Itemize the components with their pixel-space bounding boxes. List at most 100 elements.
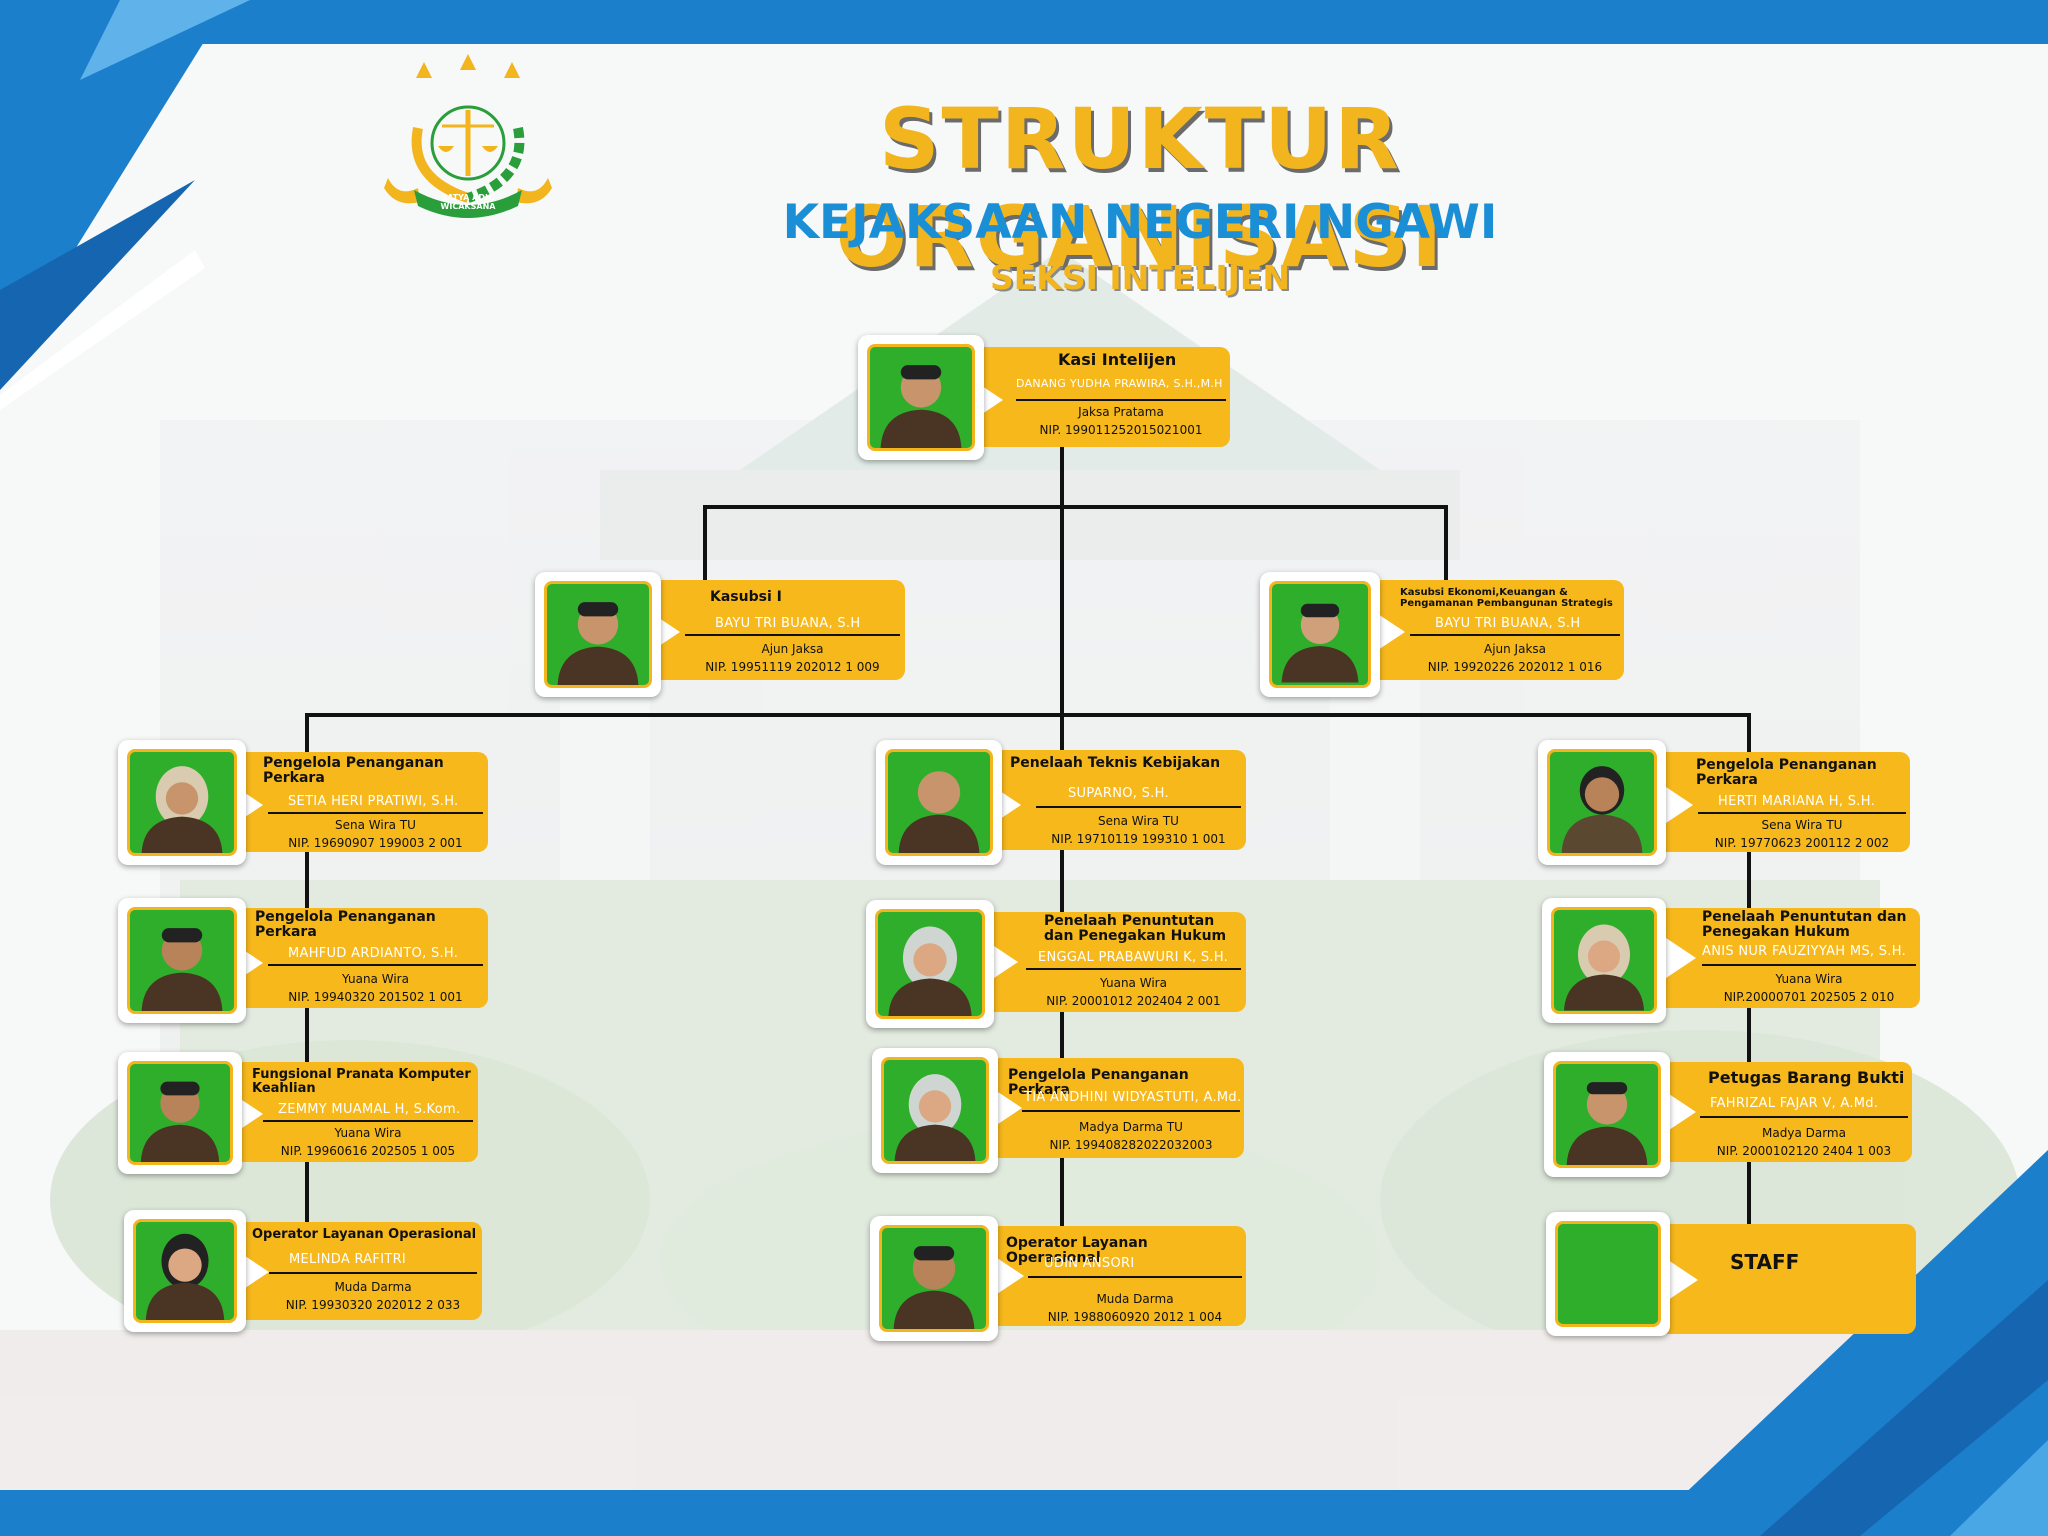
person-photo bbox=[1547, 749, 1657, 856]
rank-label: Madya Darma bbox=[1762, 1126, 1846, 1140]
card-rule bbox=[1700, 1116, 1908, 1118]
nip-label: NIP. 19690907 199003 2 001 bbox=[288, 836, 463, 850]
person-name: DANANG YUDHA PRAWIRA, S.H.,M.H bbox=[1016, 377, 1223, 390]
card-notch bbox=[1666, 1092, 1696, 1132]
role-label: Operator Layanan Operasional bbox=[252, 1227, 477, 1242]
photo-frame bbox=[870, 1216, 998, 1341]
person-photo bbox=[879, 1225, 989, 1332]
org-card-left-2: Pengelola Penanganan Perkara MAHFUD ARDI… bbox=[118, 898, 488, 1023]
rank-label: Ajun Jaksa bbox=[1483, 642, 1546, 656]
staff-label: STAFF bbox=[1730, 1250, 1800, 1274]
rank-label: Yuana Wira bbox=[1775, 972, 1843, 986]
rank-label: Yuana Wira bbox=[334, 1126, 402, 1140]
person-photo bbox=[544, 581, 652, 688]
org-card-kasi-intelijen: Kasi Intelijen DANANG YUDHA PRAWIRA, S.H… bbox=[858, 335, 1230, 460]
rank-label: Muda Darma bbox=[1096, 1292, 1174, 1306]
role-label: Pengelola Penanganan Perkara bbox=[255, 909, 436, 940]
person-name: ZEMMY MUAMAL H, S.Kom. bbox=[278, 1102, 461, 1117]
card-rule bbox=[263, 1120, 473, 1122]
role-label: Pengelola Penanganan Perkara bbox=[1696, 757, 1877, 788]
card-rule bbox=[1028, 1276, 1242, 1278]
org-card-middle-3: Pengelola Penanganan Perkara TIA ANDHINI… bbox=[872, 1048, 1244, 1173]
photo-frame bbox=[118, 1052, 242, 1174]
role-label: Fungsional Pranata Komputer Keahlian bbox=[252, 1067, 471, 1096]
role-label: Penelaah Penuntutan dan Penegakan Hukum bbox=[1044, 913, 1227, 944]
photo-frame bbox=[876, 740, 1002, 865]
person-name: HERTI MARIANA H, S.H. bbox=[1718, 794, 1876, 809]
card-notch bbox=[1666, 938, 1696, 978]
card-banner bbox=[958, 347, 1230, 447]
org-card-left-3: Fungsional Pranata Komputer Keahlian ZEM… bbox=[118, 1052, 478, 1174]
person-name: SETIA HERI PRATIWI, S.H. bbox=[288, 794, 459, 809]
person-photo bbox=[1553, 1061, 1661, 1168]
person-photo bbox=[127, 749, 237, 856]
photo-frame bbox=[1546, 1212, 1670, 1336]
photo-frame bbox=[118, 740, 246, 865]
person-name: FAHRIZAL FAJAR V, A.Md. bbox=[1710, 1096, 1879, 1111]
org-card-middle-4: Operator Layanan Operasional UDIN ANSORI… bbox=[870, 1216, 1246, 1341]
photo-frame bbox=[124, 1210, 246, 1332]
nip-label: NIP. 20001012 202404 2 001 bbox=[1046, 994, 1221, 1008]
photo-frame bbox=[858, 335, 984, 460]
person-photo bbox=[1551, 907, 1657, 1014]
kejaksaan-logo: SATYA ADHI WICAKSANA bbox=[378, 48, 558, 218]
person-name: MELINDA RAFITRI bbox=[289, 1252, 407, 1267]
card-rule bbox=[268, 964, 483, 966]
nip-label: NIP. 19920226 202012 1 016 bbox=[1427, 660, 1603, 674]
page-subtitle: KEJAKSAAN NEGERI NGAWI bbox=[782, 195, 1498, 250]
org-card-left-1: Pengelola Penanganan Perkara SETIA HERI … bbox=[118, 740, 488, 865]
role-label: Penelaah Penuntutan dan Penegakan Hukum bbox=[1702, 909, 1907, 940]
card-banner bbox=[218, 908, 488, 1008]
org-card-staff: STAFF bbox=[1546, 1212, 1916, 1336]
card-banner bbox=[976, 750, 1246, 850]
card-rule bbox=[1702, 964, 1916, 966]
card-rule bbox=[1410, 634, 1620, 636]
person-name: ENGGAL PRABAWURI K, S.H. bbox=[1038, 950, 1229, 965]
org-card-middle-2: Penelaah Penuntutan dan Penegakan Hukum … bbox=[866, 900, 1246, 1028]
card-rule bbox=[1026, 968, 1241, 970]
nip-label: NIP. 19930320 202012 2 033 bbox=[285, 1298, 461, 1312]
role-label: Operator Layanan Operasional bbox=[1006, 1235, 1148, 1266]
card-rule bbox=[268, 812, 483, 814]
card-notch bbox=[1375, 612, 1405, 652]
photo-frame bbox=[1542, 898, 1666, 1023]
nip-label: NIP. 2000102120 2404 1 003 bbox=[1716, 1144, 1892, 1158]
person-name: MAHFUD ARDIANTO, S.H. bbox=[288, 946, 459, 961]
org-card-right-1: Pengelola Penanganan Perkara HERTI MARIA… bbox=[1538, 740, 1910, 865]
role-label: Pengelola Penanganan Perkara bbox=[263, 755, 444, 786]
person-photo bbox=[885, 749, 993, 856]
card-rule bbox=[1022, 1110, 1240, 1112]
person-name: ANIS NUR FAUZIYYAH MS, S.H. bbox=[1702, 944, 1907, 959]
person-name: BAYU TRI BUANA, S.H bbox=[1435, 616, 1581, 631]
person-name: UDIN ANSORI bbox=[1044, 1256, 1135, 1271]
nip-label: NIP. 19951119 202012 1 009 bbox=[705, 660, 880, 674]
person-photo bbox=[867, 344, 975, 451]
role-label: Kasi Intelijen bbox=[1058, 350, 1177, 369]
card-banner bbox=[218, 752, 488, 852]
rank-label: Sena Wira TU bbox=[1098, 814, 1179, 828]
connector-line bbox=[1060, 445, 1064, 715]
photo-frame bbox=[866, 900, 994, 1028]
nip-label: NIP. 19940320 201502 1 001 bbox=[288, 990, 463, 1004]
rank-label: Madya Darma TU bbox=[1079, 1120, 1183, 1134]
nip-label: NIP. 19770623 200112 2 002 bbox=[1714, 836, 1890, 850]
connector-line bbox=[703, 505, 1448, 509]
photo-placeholder bbox=[1555, 1221, 1661, 1327]
photo-frame bbox=[1544, 1052, 1670, 1177]
card-rule bbox=[685, 634, 900, 636]
role-label: Kasubsi Ekonomi,Keuangan & Pengamanan Pe… bbox=[1400, 587, 1613, 609]
org-card-right-3: Petugas Barang Bukti FAHRIZAL FAJAR V, A… bbox=[1544, 1052, 1912, 1177]
page-title: STRUKTUR ORGANISASI bbox=[835, 90, 1445, 286]
org-card-kasubsi-2: Kasubsi Ekonomi,Keuangan & Pengamanan Pe… bbox=[1260, 572, 1624, 697]
rank-label: Yuana Wira bbox=[342, 972, 409, 986]
photo-frame bbox=[118, 898, 246, 1023]
rank-label: Yuana Wira bbox=[1100, 976, 1167, 990]
nip-label: NIP. 1988060920 2012 1 004 bbox=[1047, 1310, 1223, 1324]
rank-label: Ajun Jaksa bbox=[761, 642, 824, 656]
photo-frame bbox=[872, 1048, 998, 1173]
org-card-left-4: Operator Layanan Operasional MELINDA RAF… bbox=[124, 1210, 482, 1332]
rank-label: Jaksa Pratama bbox=[1078, 405, 1164, 419]
card-notch bbox=[994, 1256, 1024, 1296]
connector-line bbox=[1444, 505, 1448, 585]
org-card-right-2: Penelaah Penuntutan dan Penegakan Hukum … bbox=[1542, 898, 1920, 1023]
